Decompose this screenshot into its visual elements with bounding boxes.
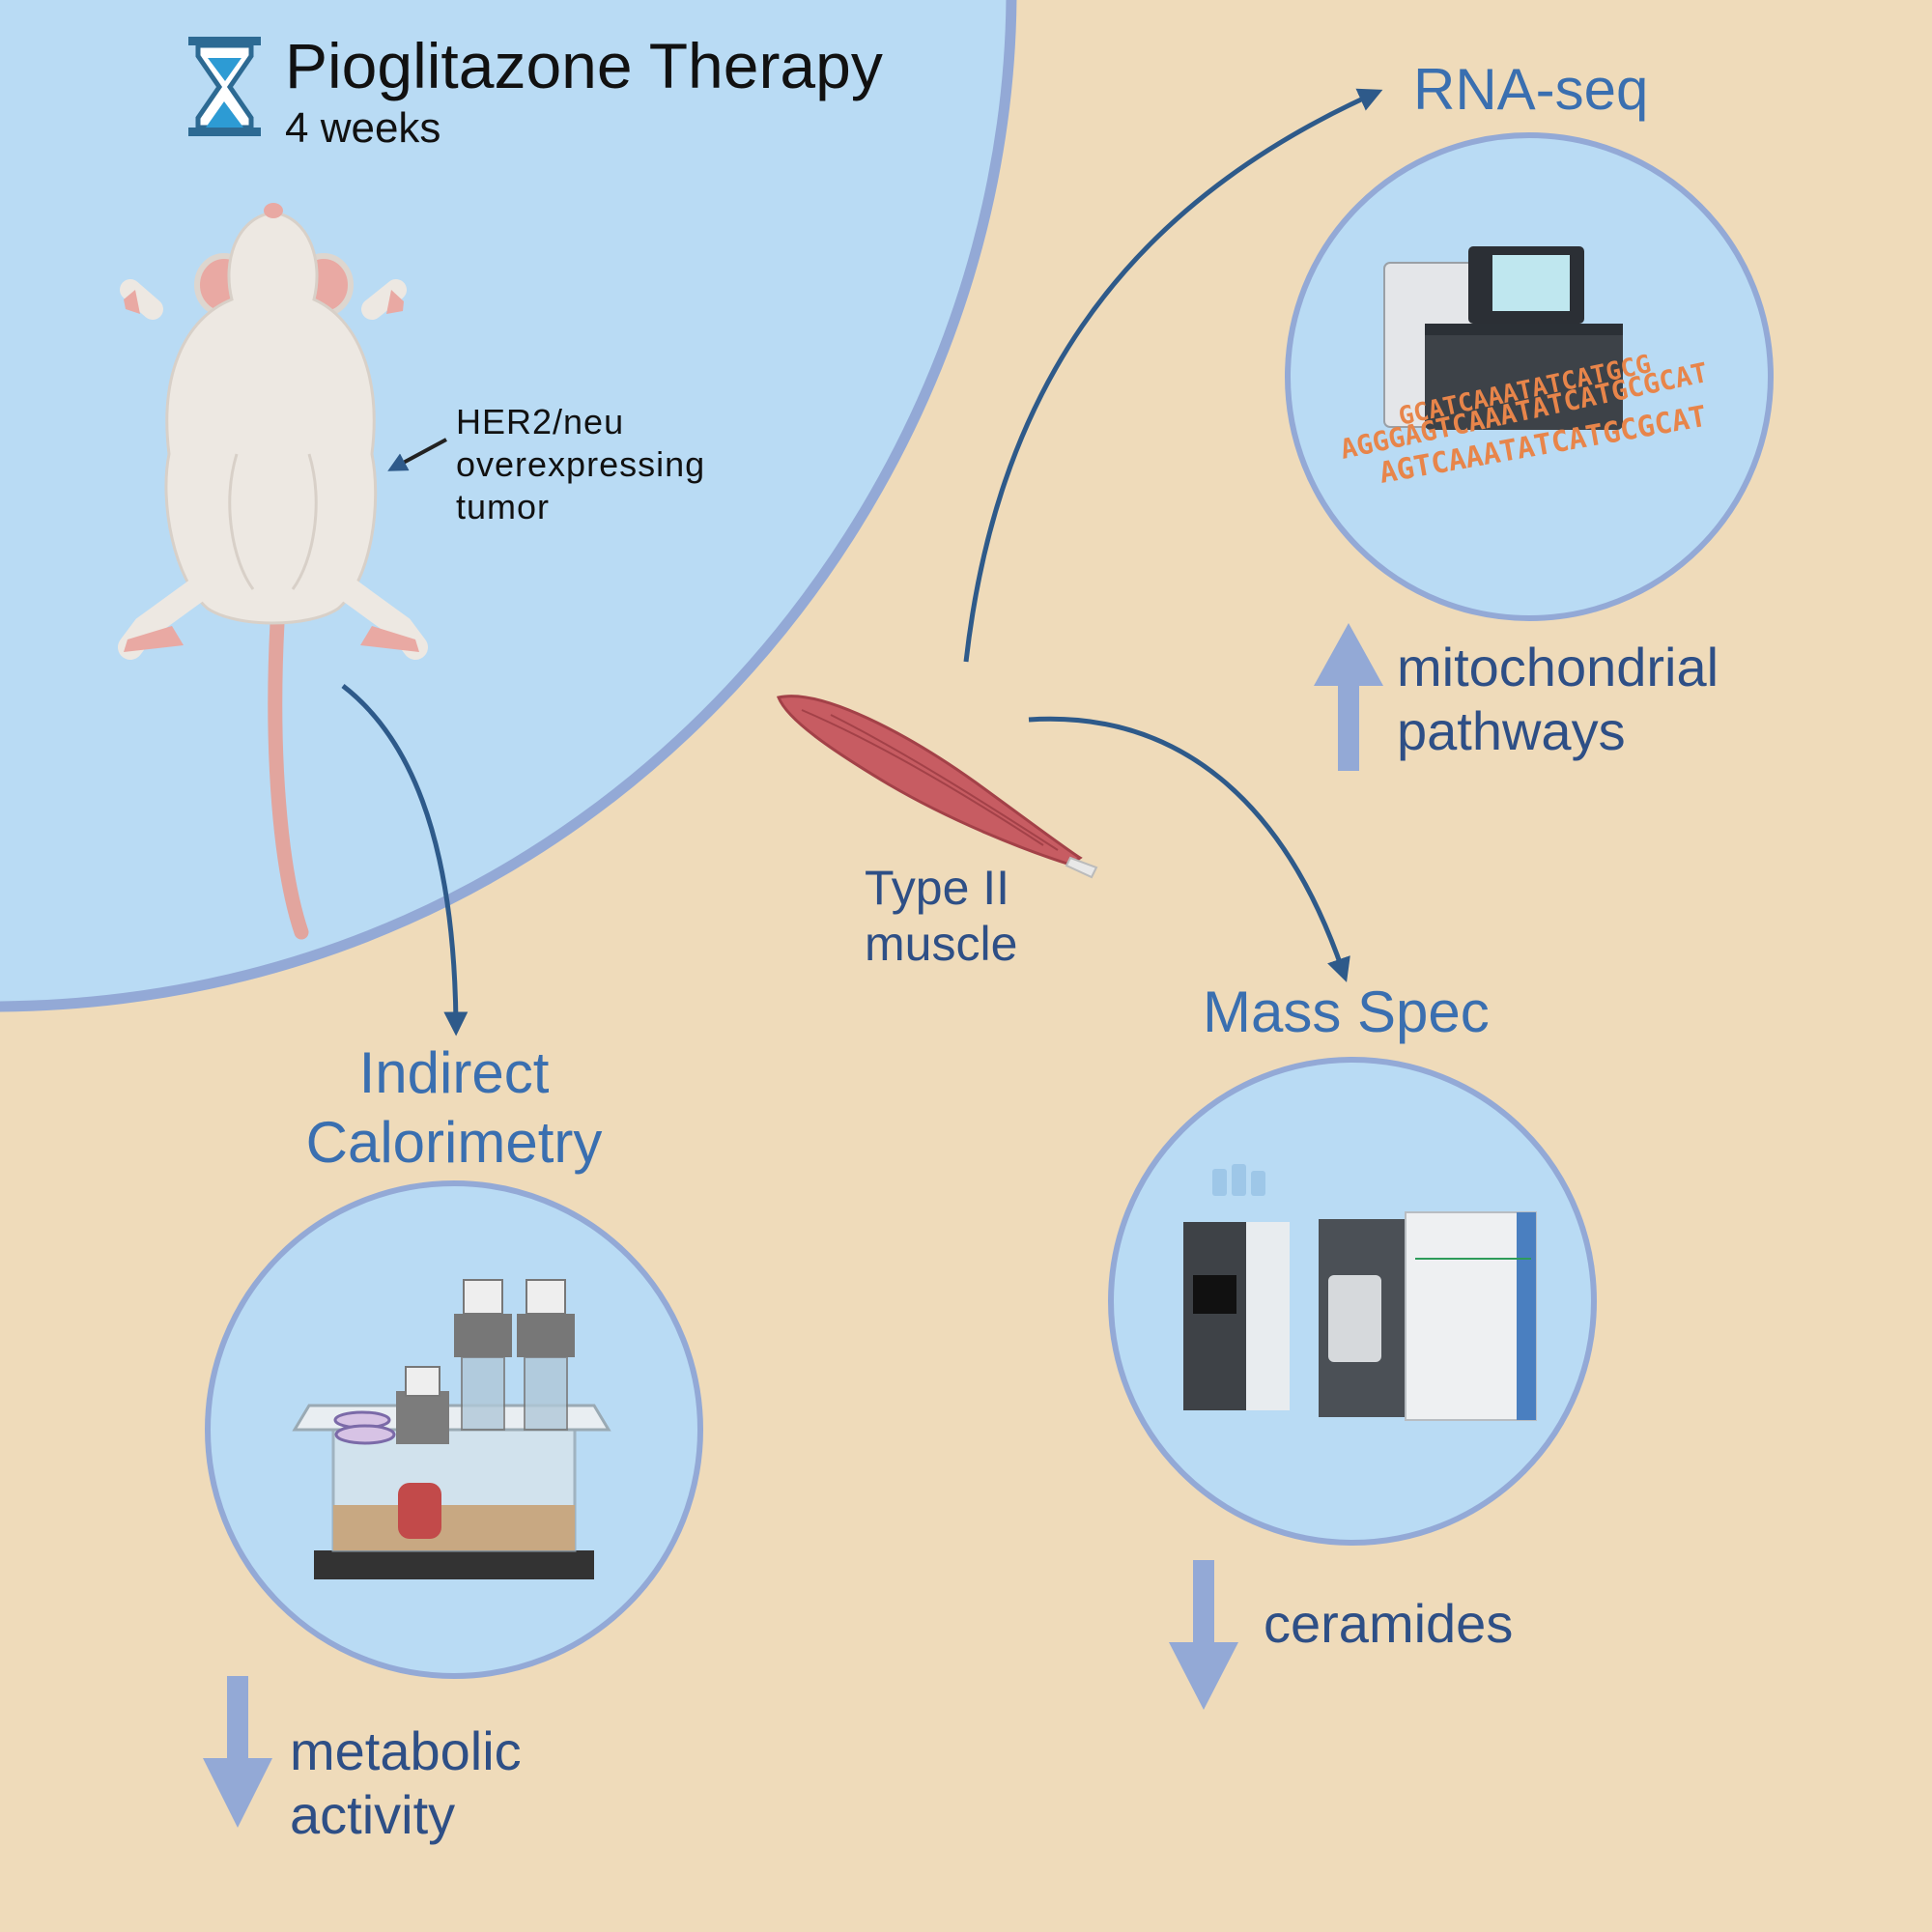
massspec-result: ceramides bbox=[1264, 1593, 1514, 1654]
tumor-pointer-arrow bbox=[387, 438, 447, 471]
therapy-duration: 4 weeks bbox=[285, 104, 441, 152]
sequencer-icon bbox=[1383, 246, 1623, 430]
massspec-title: Mass Spec bbox=[1203, 980, 1490, 1044]
hourglass-icon bbox=[188, 37, 261, 136]
down-arrow-icon bbox=[1169, 1560, 1238, 1710]
therapy-title: Pioglitazone Therapy bbox=[285, 30, 883, 101]
calorimetry-cage-icon bbox=[292, 1279, 611, 1579]
calorimetry-title: Indirect Calorimetry bbox=[305, 1040, 603, 1175]
tumor-label: HER2/neu overexpressing tumor bbox=[456, 402, 706, 526]
calorimetry-result: metabolic activity bbox=[290, 1720, 522, 1845]
mass-spectrometer-icon bbox=[1183, 1164, 1537, 1421]
rnaseq-title: RNA-seq bbox=[1413, 57, 1649, 122]
up-arrow-icon bbox=[1314, 623, 1383, 771]
down-arrow-icon bbox=[203, 1676, 272, 1828]
rnaseq-circle: AGGGAGTCAAATATCATGCGCAT GCATCAAATATCATGC… bbox=[1285, 132, 1774, 621]
massspec-circle bbox=[1108, 1057, 1597, 1546]
arrow-to-massspec bbox=[1028, 716, 1350, 982]
rnaseq-result: mitochondrial pathways bbox=[1397, 637, 1719, 761]
arrow-to-rnaseq bbox=[963, 88, 1383, 663]
muscle-illustration bbox=[776, 695, 1098, 879]
mouse-illustration bbox=[118, 203, 428, 940]
arrow-to-calorimetry bbox=[341, 684, 469, 1037]
calorimetry-circle bbox=[205, 1180, 703, 1679]
muscle-label: Type II muscle bbox=[865, 861, 1018, 971]
